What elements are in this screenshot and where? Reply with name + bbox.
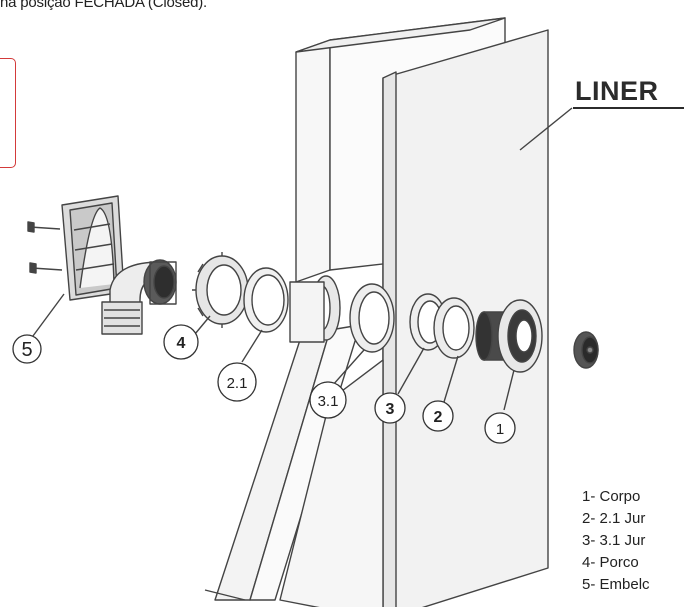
callout-5-circle [12,334,42,364]
part-2-gasket [433,297,475,403]
callout-1-circle [484,412,516,444]
callout-1: 1 [496,421,504,438]
callout-4-circle [163,324,199,360]
callout-4: 4 [177,335,186,352]
callout-3-circle [374,392,406,424]
callout-3-1-circle [309,381,347,419]
header-text: na posição FECHADA (Closed). [0,0,207,11]
callout-3: 3 [386,401,395,418]
front-cap [573,331,599,369]
callout-3-1: 3.1 [318,393,339,410]
callout-2: 2 [434,409,443,426]
liner-underline [573,107,684,109]
legend-item-3: 3- 3.1 Jur [582,532,646,549]
parts-legend: 1- Corpo 2- 2.1 Jur 3- 3.1 Jur 4- Porco … [582,486,650,596]
part-3-1-gasket [331,283,395,387]
part-1-body [475,299,543,411]
callout-2-1-circle [217,362,257,402]
callout-5: 5 [21,339,32,361]
legend-item-2: 2- 2.1 Jur [582,510,646,527]
legend-item-5: 5- Embelc [582,576,650,593]
legend-item-1: 1- Corpo [582,488,641,505]
legend-item-4: 4- Porco [582,554,639,571]
callout-2-circle [422,400,454,432]
wall-sleeve [289,275,341,343]
callout-2-1: 2.1 [227,375,248,392]
part-4-nut [189,252,249,341]
part-2-1-gasket [241,267,289,363]
highlight-box [0,58,16,168]
liner-label: LINER [575,76,659,106]
part-5-escutcheon [27,195,177,341]
